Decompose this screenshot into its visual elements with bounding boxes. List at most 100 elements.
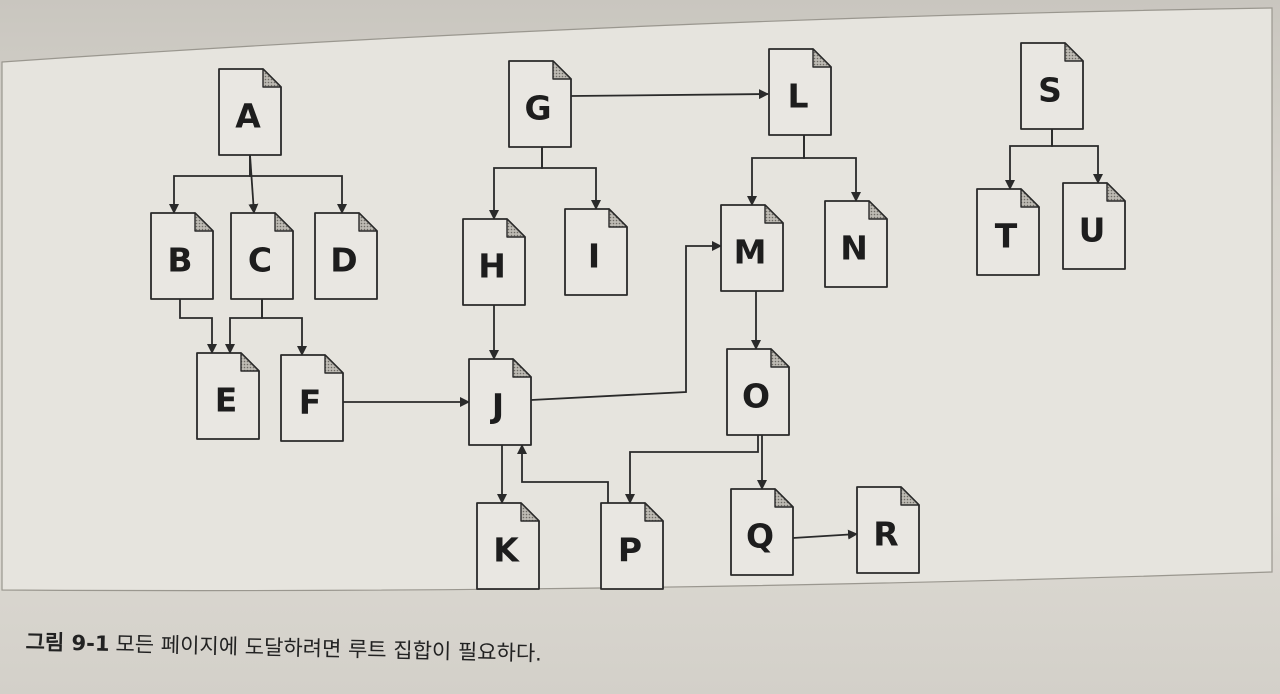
document-page-icon (508, 60, 572, 148)
document-j: J (468, 358, 532, 446)
document-p: P (600, 502, 664, 590)
document-c: C (230, 212, 294, 300)
document-g: G (508, 60, 572, 148)
document-page-icon (314, 212, 378, 300)
document-m: M (720, 204, 784, 292)
page-fold-corner-icon (506, 218, 526, 238)
document-r: R (856, 486, 920, 574)
document-page-icon (976, 188, 1040, 276)
document-s: S (1020, 42, 1084, 130)
document-page-icon (824, 200, 888, 288)
page-fold-corner-icon (1064, 42, 1084, 62)
links-layer (169, 89, 1103, 540)
document-label: O (742, 377, 770, 416)
document-k: K (476, 502, 540, 590)
document-page-icon (1062, 182, 1126, 270)
document-f: F (280, 354, 344, 442)
document-n: N (824, 200, 888, 288)
document-page-icon (730, 488, 794, 576)
document-label: R (873, 515, 898, 554)
document-page-icon (150, 212, 214, 300)
page-fold-corner-icon (520, 502, 540, 522)
document-page-icon (600, 502, 664, 590)
page-fold-corner-icon (812, 48, 832, 68)
document-o: O (726, 348, 790, 436)
document-label: E (215, 381, 238, 420)
page-fold-corner-icon (324, 354, 344, 374)
document-page-icon (768, 48, 832, 136)
document-page-icon (462, 218, 526, 306)
document-page-icon (196, 352, 260, 440)
document-label: J (490, 387, 504, 426)
link-l-to-n (803, 135, 861, 202)
link-a-to-d (249, 155, 347, 214)
document-label: L (787, 77, 808, 116)
document-label: H (478, 247, 506, 286)
document-d: D (314, 212, 378, 300)
document-i: I (564, 208, 628, 296)
document-u: U (1062, 182, 1126, 270)
page-fold-corner-icon (358, 212, 378, 232)
page-fold-corner-icon (868, 200, 888, 220)
page-fold-corner-icon (900, 486, 920, 506)
link-o-to-p (625, 435, 759, 504)
link-g-to-i (541, 147, 601, 210)
document-b: B (150, 212, 214, 300)
document-label: S (1038, 71, 1062, 110)
document-page-icon (476, 502, 540, 590)
document-t: T (976, 188, 1040, 276)
document-page-icon (218, 68, 282, 156)
documents-layer: A B C D E F G H I J K L M N O P Q R S T U (150, 42, 1126, 590)
document-page-icon (280, 354, 344, 442)
document-page-icon (726, 348, 790, 436)
figure-panel (1, 7, 1273, 592)
document-label: N (840, 229, 868, 268)
document-h: H (462, 218, 526, 306)
page-fold-corner-icon (770, 348, 790, 368)
page-fold-corner-icon (552, 60, 572, 80)
document-label: M (734, 233, 767, 272)
page-fold-corner-icon (1020, 188, 1040, 208)
document-page-icon (856, 486, 920, 574)
link-s-to-u (1051, 129, 1103, 184)
document-l: L (768, 48, 832, 136)
link-c-to-f (261, 299, 307, 356)
document-a: A (218, 68, 282, 156)
link-b-to-e (179, 299, 217, 354)
document-label: B (167, 241, 192, 280)
link-j-to-m (530, 241, 722, 401)
document-label: C (248, 241, 272, 280)
document-page-icon (230, 212, 294, 300)
document-page-icon (468, 358, 532, 446)
link-p-to-j (517, 444, 609, 503)
document-label: A (235, 97, 261, 136)
page-fold-corner-icon (194, 212, 214, 232)
document-page-icon (1020, 42, 1084, 130)
document-e: E (196, 352, 260, 440)
page-fold-corner-icon (1106, 182, 1126, 202)
document-page-icon (720, 204, 784, 292)
page-fold-corner-icon (764, 204, 784, 224)
link-g-to-l (570, 89, 769, 100)
caption-label: 그림 9-1 (25, 629, 110, 656)
document-label: K (493, 531, 520, 570)
page-fold-corner-icon (512, 358, 532, 378)
document-page-icon (564, 208, 628, 296)
document-label: F (299, 383, 322, 422)
document-label: T (995, 217, 1018, 256)
page-fold-corner-icon (608, 208, 628, 228)
page-fold-corner-icon (774, 488, 794, 508)
document-label: Q (746, 517, 774, 556)
document-q: Q (730, 488, 794, 576)
document-label: D (330, 241, 357, 280)
page-fold-corner-icon (644, 502, 664, 522)
page-fold-corner-icon (274, 212, 294, 232)
document-label: I (588, 237, 600, 276)
document-label: P (618, 531, 642, 570)
page-fold-corner-icon (262, 68, 282, 88)
document-label: U (1079, 211, 1106, 250)
link-q-to-r (792, 529, 858, 540)
document-label: G (524, 89, 551, 128)
